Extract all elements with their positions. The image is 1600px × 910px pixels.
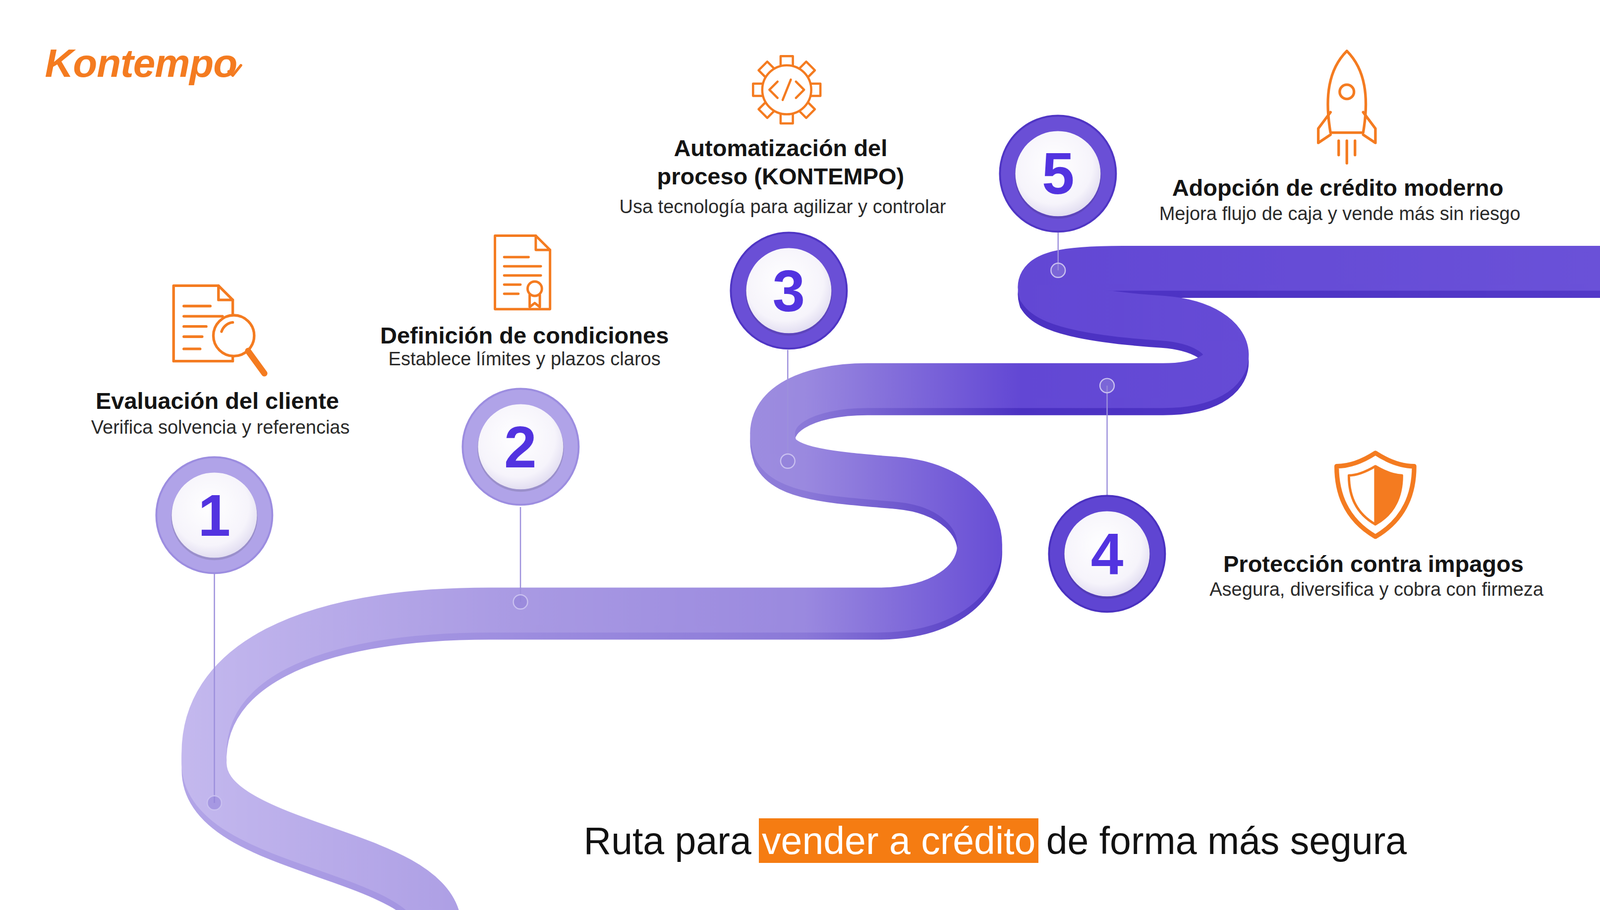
contract-icon (535, 235, 551, 250)
road (204, 268, 1600, 910)
road-dot (1099, 378, 1115, 394)
diagram-title: Ruta para vender a crédito de forma más … (583, 818, 1408, 863)
rocket-icon (1339, 84, 1355, 100)
road-dot (513, 594, 528, 610)
step-number: 1 (197, 486, 231, 545)
magnifier-icon (247, 350, 265, 374)
step-number: 4 (1090, 524, 1124, 584)
shield-icon (1375, 466, 1403, 525)
leader-line (213, 573, 215, 803)
step-circle: 4Protección contra impagosAsegura, diver… (1047, 494, 1167, 614)
ring-center (171, 472, 257, 559)
step-circle: 5Adopción de crédito modernoMejora flujo… (998, 114, 1118, 233)
rocket-icon (1327, 51, 1367, 133)
step-description: Usa tecnología para agilizar y controlar (619, 195, 946, 219)
step-number: 5 (1041, 144, 1075, 203)
ring-center (745, 248, 832, 334)
ring-center (477, 404, 564, 490)
step-heading: Definición de condiciones (380, 321, 669, 350)
ring-outline (1049, 496, 1166, 613)
gear-icon (762, 65, 812, 115)
step-heading: Automatización del proceso (KONTEMPO) (632, 134, 929, 191)
step-heading: Adopción de crédito moderno (1172, 173, 1504, 202)
ring-outline (462, 389, 579, 506)
road-dot (207, 795, 222, 810)
step-heading: Evaluación del cliente (95, 387, 340, 415)
ring-center (1064, 511, 1150, 597)
code-icon (769, 79, 804, 101)
ring-center (1015, 130, 1101, 217)
rocket-icon (1318, 112, 1376, 143)
document-icon (218, 285, 233, 300)
leader-line (519, 507, 521, 602)
brand-logo: Kontempo (45, 40, 238, 87)
rocket-flame (1338, 140, 1356, 164)
step-description: Establece límites y plazos claros (388, 347, 661, 371)
badge-icon (529, 294, 541, 308)
step-description: Asegura, diversifica y cobra con firmeza (1209, 578, 1544, 602)
road-dot (780, 454, 796, 469)
road-dot (1050, 263, 1066, 278)
ring-outline (730, 232, 847, 349)
step-circle: 1Evaluación del clienteVerifica solvenci… (155, 456, 274, 575)
shield-icon (1336, 453, 1415, 537)
leader-line (1106, 385, 1108, 496)
contract-icon (495, 235, 551, 309)
step-circle: 2Definición de condicionesEstablece lími… (461, 387, 580, 507)
leader-line (787, 349, 789, 461)
ring-outline (1000, 115, 1117, 232)
step-heading: Protección contra impagos (1223, 550, 1524, 578)
shield-icon (1348, 466, 1376, 525)
step-number: 2 (504, 417, 537, 477)
step-number: 3 (772, 261, 806, 321)
step-circle: 3Automatización del proceso (KONTEMPO)Us… (729, 231, 849, 350)
step-description: Mejora flujo de caja y vende más sin rie… (1159, 203, 1521, 227)
ring-outline (156, 457, 273, 574)
magnifier-icon (221, 322, 233, 332)
step-description: Verifica solvencia y referencias (91, 416, 350, 440)
